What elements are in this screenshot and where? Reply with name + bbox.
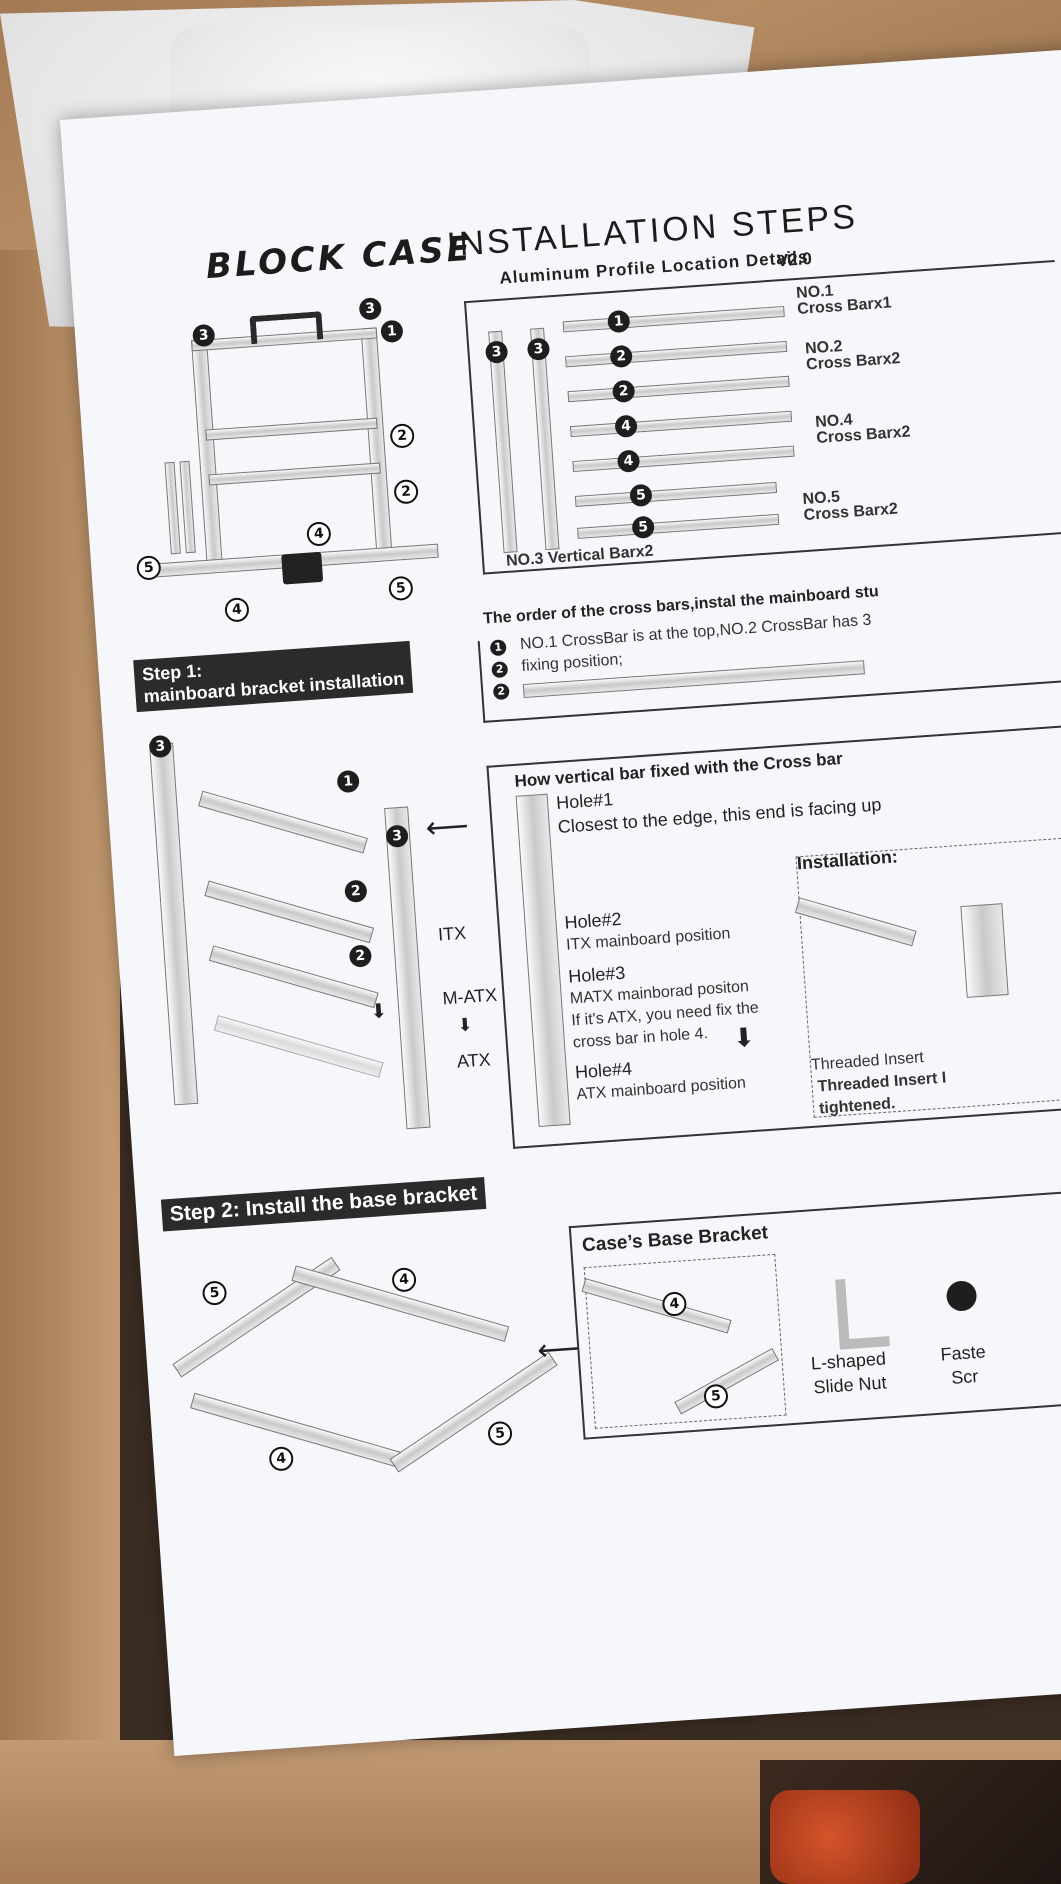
- number-marker: 3: [358, 297, 383, 321]
- size-atx: ATX: [456, 1049, 492, 1072]
- hole4-label: Hole#4: [574, 1058, 633, 1083]
- number-marker: 5: [631, 515, 655, 540]
- number-marker: 4: [391, 1267, 417, 1293]
- number-marker: 4: [268, 1446, 295, 1472]
- down-arrow-icon: ⬇: [731, 1021, 756, 1054]
- number-marker: 2: [611, 379, 636, 404]
- hole2-label: Hole#2: [563, 908, 623, 933]
- number-marker: 4: [306, 521, 332, 547]
- red-object: [770, 1790, 920, 1884]
- number-marker: 4: [614, 414, 638, 438]
- insert-label-3: tightened.: [818, 1095, 897, 1118]
- number-marker: 5: [201, 1280, 228, 1306]
- number-marker: 4: [224, 597, 250, 623]
- number-marker: 2: [389, 423, 416, 449]
- profile-vertical: NO.3 Vertical Barx2: [505, 542, 655, 570]
- number-marker: 1: [607, 309, 631, 334]
- insert-label-1: Threaded Insert: [810, 1049, 925, 1074]
- step1-label: Step 1:mainboard bracket installation: [133, 640, 414, 713]
- hole3-extra2: cross bar in hole 4.: [572, 1025, 709, 1052]
- hole1-label: Hole#1: [555, 789, 614, 814]
- number-marker: 2: [609, 344, 633, 369]
- hole3-label: Hole#3: [567, 962, 626, 987]
- vertical-fix-box: How vertical bar fixed with the Cross ba…: [486, 723, 1061, 1149]
- size-itx: ITX: [437, 922, 467, 945]
- number-marker: 2: [491, 661, 509, 679]
- order-note-box: The order of the cross bars,instal the m…: [477, 583, 1061, 723]
- handle-icon: [249, 311, 324, 345]
- number-marker: 2: [348, 944, 373, 968]
- instruction-sheet: BLOCK CASE INSTALLATION STEPS V2.0 3 3 1…: [46, 60, 1061, 1766]
- step2-label: Step 2: Install the base bracket: [160, 1176, 487, 1232]
- installation-box: Installation: Threaded Insert Threaded I…: [794, 835, 1061, 1118]
- down-arrow-icon: ⬇: [456, 1014, 474, 1036]
- number-marker: 5: [703, 1383, 729, 1410]
- number-marker: 2: [344, 879, 368, 903]
- number-marker: 1: [489, 639, 507, 657]
- io-panel-icon: [281, 551, 324, 585]
- insert-label-2: Threaded Insert I: [817, 1069, 947, 1096]
- number-marker: 5: [629, 483, 653, 508]
- vertical-fix-heading: How vertical bar fixed with the Cross ba…: [513, 748, 844, 791]
- number-marker: 2: [393, 478, 419, 505]
- number-marker: 3: [526, 337, 551, 361]
- title-brand: BLOCK CASE: [204, 228, 475, 288]
- number-marker: 1: [336, 769, 360, 794]
- number-marker: 5: [388, 575, 414, 602]
- left-arrow-icon: ⟵: [536, 1331, 582, 1368]
- profile-details-box: Aluminum Profile Location Details 3 3 1 …: [463, 247, 1061, 575]
- number-marker: 3: [484, 340, 509, 364]
- down-arrow-icon: ⬇: [369, 1000, 388, 1024]
- number-marker: 1: [380, 319, 404, 344]
- number-marker: 2: [492, 683, 510, 701]
- installation-label: Installation:: [796, 846, 899, 874]
- bracket-detail-box: 4 5: [581, 1253, 787, 1429]
- l-shaped-nut-icon: [835, 1276, 890, 1350]
- size-matx: M-ATX: [441, 984, 498, 1009]
- number-marker: 5: [487, 1420, 513, 1447]
- order-note-line2: fixing position;: [520, 651, 624, 676]
- left-arrow-icon: ⟵: [424, 809, 470, 846]
- screw-icon: [945, 1279, 978, 1312]
- base-bracket-heading: Case’s Base Bracket: [581, 1222, 769, 1257]
- number-marker: 4: [616, 449, 641, 473]
